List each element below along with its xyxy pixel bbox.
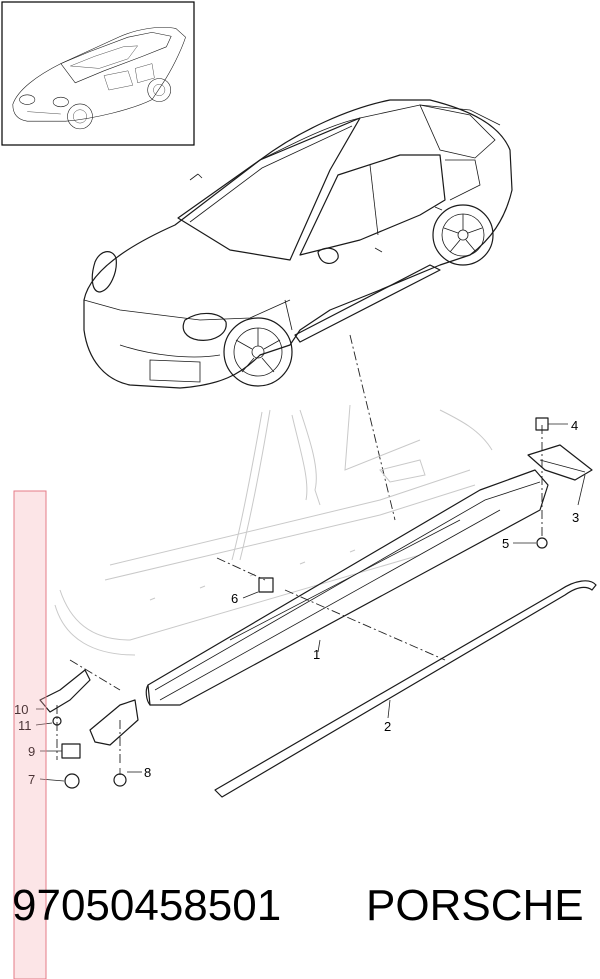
leader-lines [35,423,586,782]
callout-6: 6 [231,591,238,606]
part-2-trim-strip [214,580,597,798]
highlight-band [13,490,47,979]
part-6-clip-block [258,577,274,593]
part-5-fastener [536,537,548,549]
callout-4: 4 [571,418,578,433]
thumbnail-inset [1,1,195,146]
ghost-body-outline [54,404,493,656]
part-10-front-bracket [39,669,139,746]
part-8-screw [113,768,127,787]
part-1-side-sill [145,469,549,706]
callout-2: 2 [384,719,391,734]
part-7-nut [64,773,80,789]
callout-7: 7 [28,772,35,787]
part-3-rear-bracket [527,444,593,481]
callout-1: 1 [313,647,320,662]
footer-part-number: 97050458501 [12,881,281,930]
callout-11: 11 [18,718,32,733]
reference-line-sill [349,334,396,521]
callout-8: 8 [144,765,151,780]
callout-9: 9 [28,744,35,759]
callout-5: 5 [502,536,509,551]
callout-10: 10 [14,702,28,717]
car-illustration [83,99,513,389]
footer-brand: PORSCHE [366,881,584,930]
part-9-retainer [61,743,81,759]
alignment-lines [56,425,543,765]
callout-3: 3 [572,510,579,525]
